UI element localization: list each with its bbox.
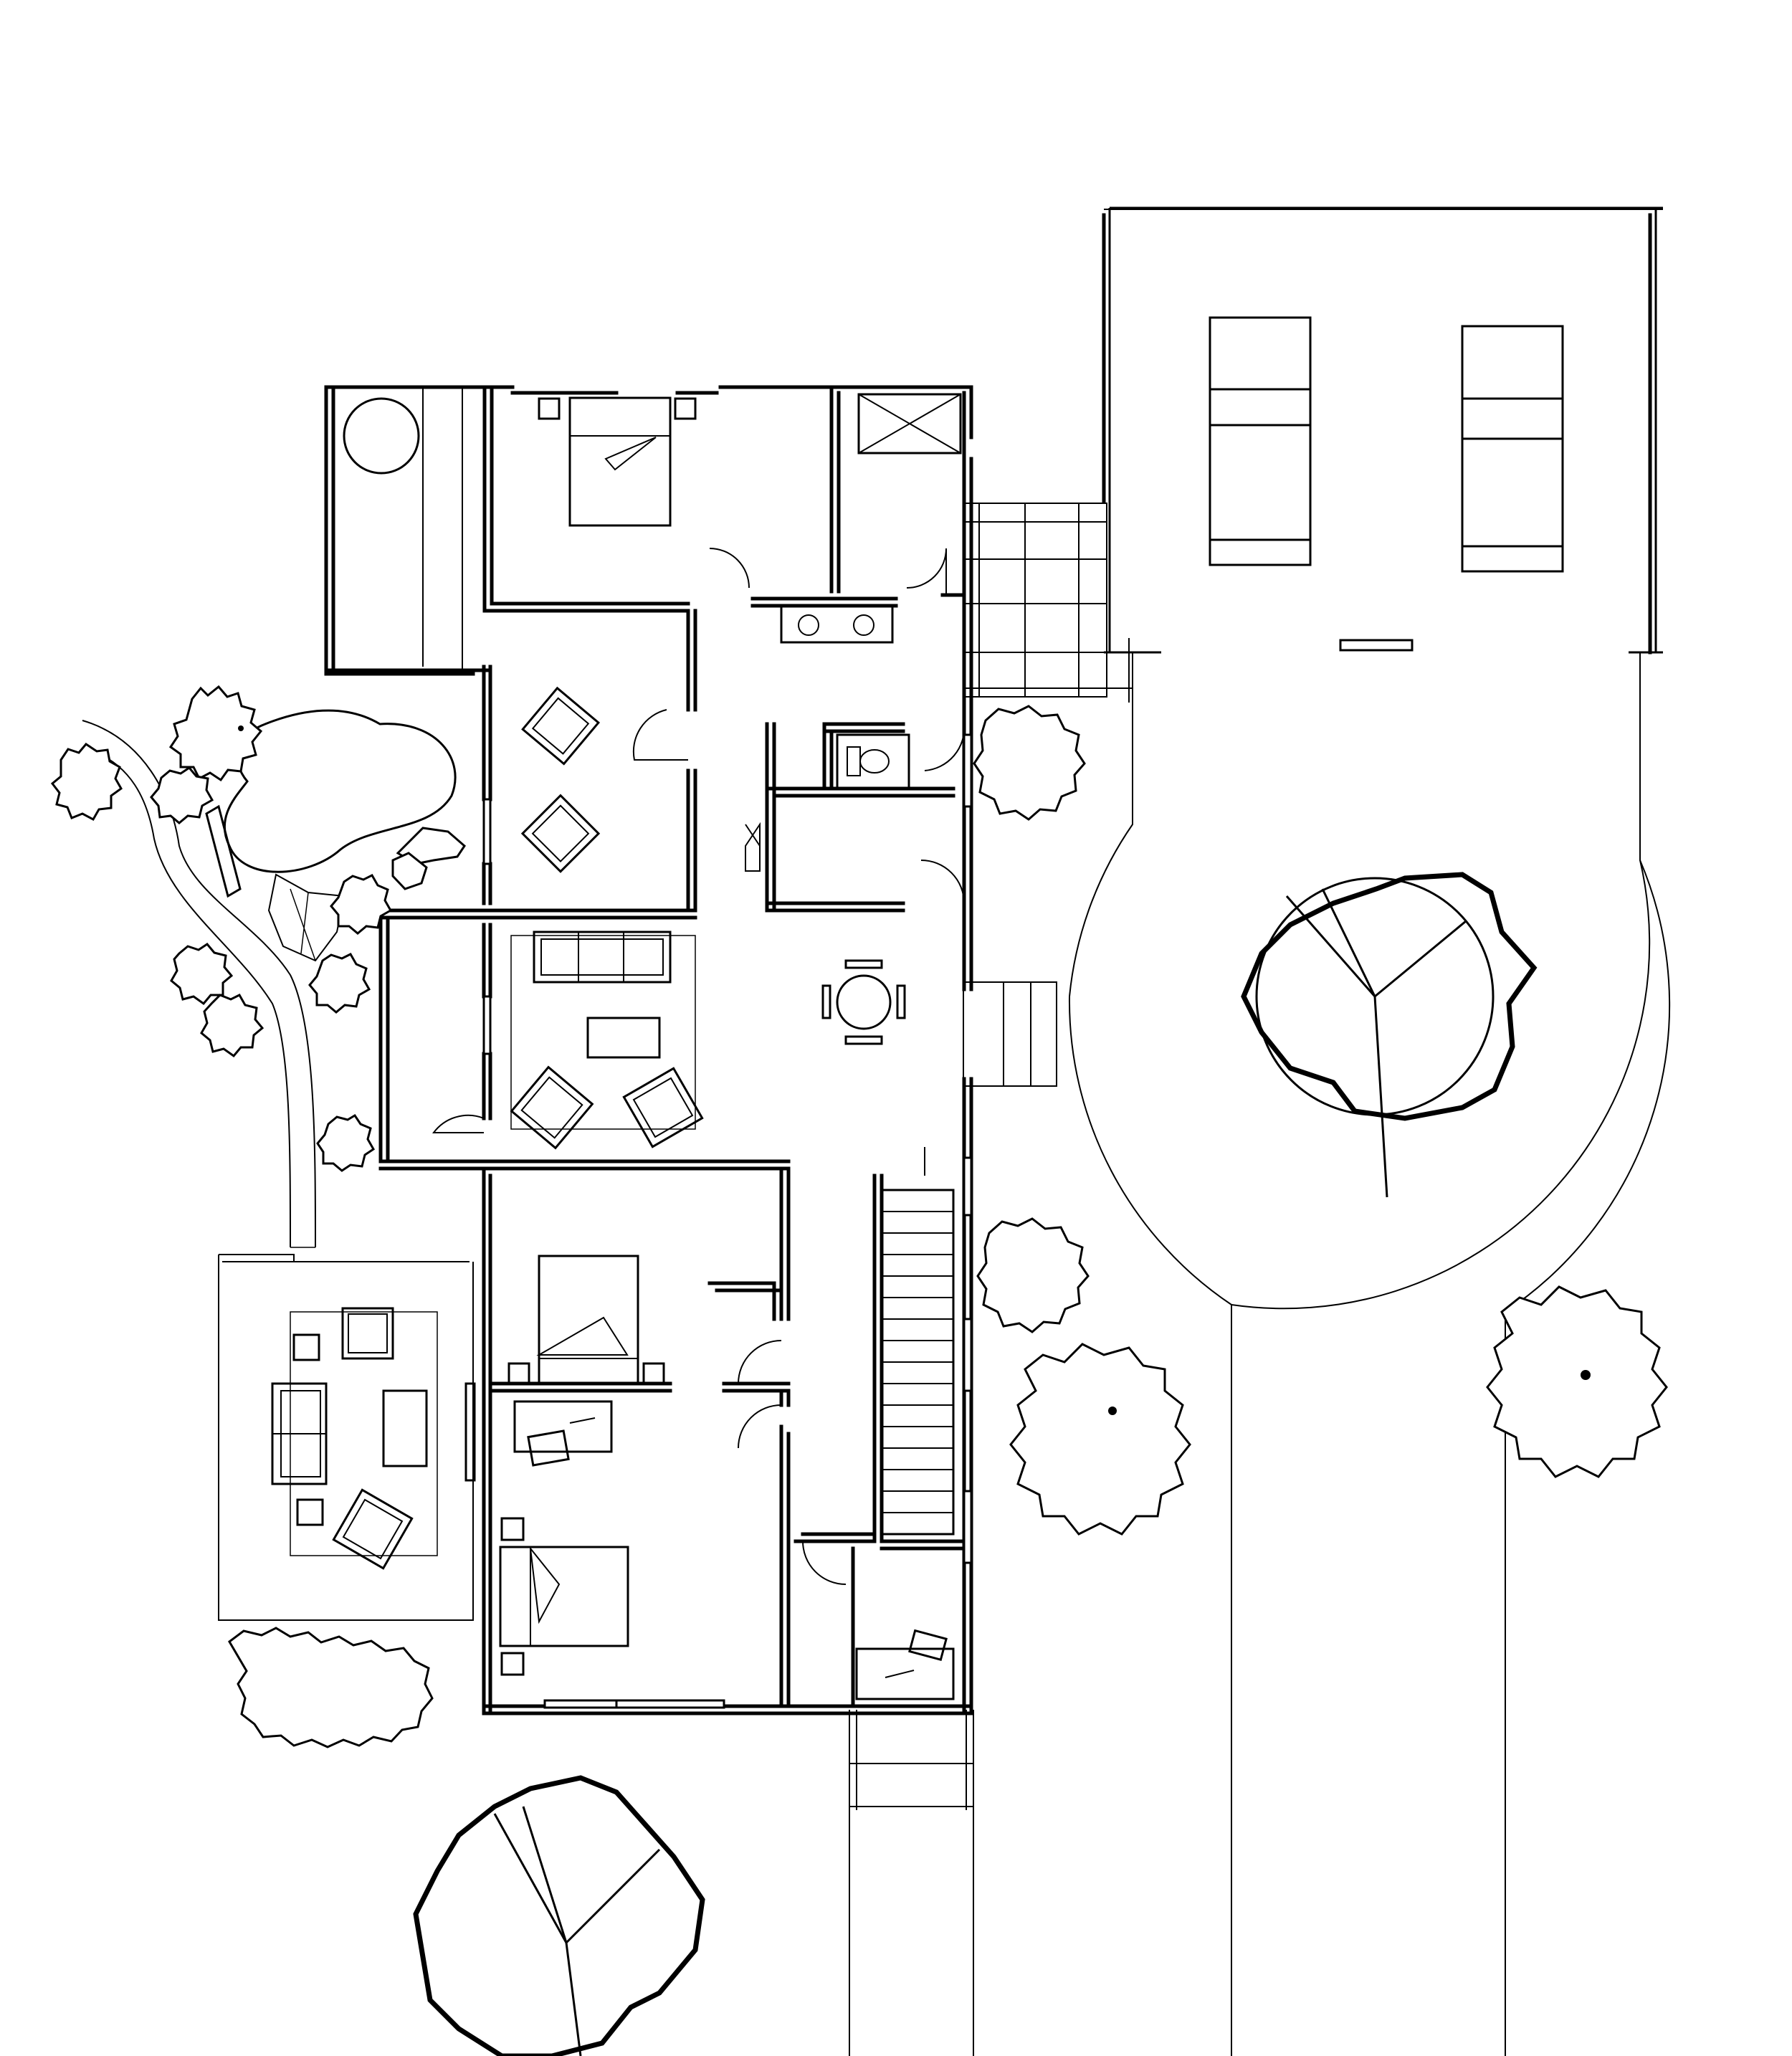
shower — [857, 393, 962, 454]
bedroom-3-bed — [499, 1517, 629, 1676]
garden-path — [82, 720, 345, 1248]
tree-rear — [413, 1775, 705, 2056]
desk — [513, 1400, 613, 1467]
family-room — [218, 1254, 474, 1621]
dining-table — [821, 959, 906, 1045]
toilet — [836, 733, 910, 790]
pool — [205, 709, 466, 898]
tree-front-1 — [1009, 1343, 1191, 1536]
garage-window — [1339, 639, 1414, 652]
doors — [432, 548, 966, 1585]
sitting-chair-2 — [520, 794, 601, 873]
living-room — [510, 931, 704, 1150]
garage-car-left — [1209, 316, 1312, 566]
sitting-chair-1 — [521, 686, 601, 766]
driveway — [1068, 206, 1671, 2056]
master-bed — [538, 396, 697, 527]
pergola — [963, 503, 1133, 703]
double-vanity — [780, 605, 894, 644]
tree-front-2 — [1486, 1285, 1668, 1478]
tree-circle-drive — [1241, 872, 1538, 1198]
garage-car-right — [1461, 325, 1564, 573]
shrubs — [50, 685, 1090, 1748]
exterior-walls — [324, 385, 973, 1715]
bedroom-2-bed — [507, 1255, 665, 1385]
hot-tub — [343, 397, 420, 475]
stair — [880, 1189, 955, 1536]
windows — [464, 733, 973, 1709]
entry-steps — [963, 981, 1057, 1087]
office-desk — [855, 1629, 955, 1700]
rear-walk — [849, 1710, 974, 2056]
interior-walls — [488, 385, 966, 1708]
